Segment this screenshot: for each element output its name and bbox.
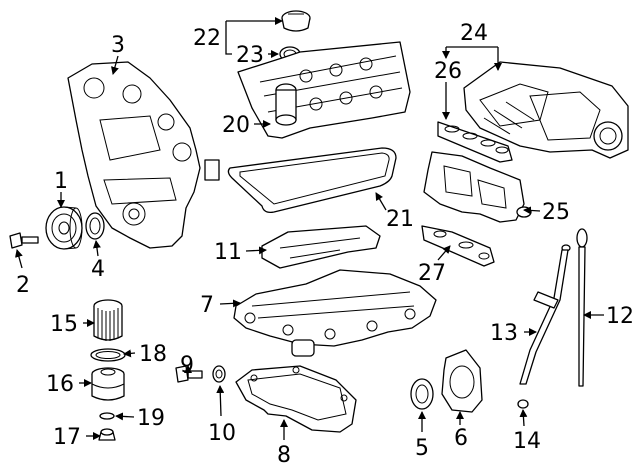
callout-22: 22 <box>193 26 221 51</box>
callout-16: 16 <box>46 372 74 397</box>
drain-plug-gasket[interactable] <box>212 365 226 383</box>
oil-baffle-plate[interactable] <box>261 225 381 269</box>
intake-manifold-gasket[interactable] <box>437 121 513 163</box>
callout-13: 13 <box>490 321 518 346</box>
plenum-gasket[interactable] <box>421 225 495 267</box>
intake-plenum[interactable] <box>423 151 532 223</box>
callout-27: 27 <box>418 261 446 286</box>
filter-drain-plug[interactable] <box>98 428 116 441</box>
callout-12: 12 <box>606 304 634 329</box>
callout-7: 7 <box>200 293 214 318</box>
callout-18: 18 <box>139 342 167 367</box>
upper-oil-pan[interactable] <box>233 269 437 357</box>
callout-10: 10 <box>208 421 236 446</box>
callout-20: 20 <box>222 113 250 138</box>
callout-23: 23 <box>236 43 264 68</box>
callout-11: 11 <box>214 240 242 265</box>
callout-1: 1 <box>54 169 68 194</box>
valve-cover-gasket[interactable] <box>227 147 397 214</box>
crankshaft-pulley[interactable] <box>45 206 83 250</box>
oil-filler-cap[interactable] <box>281 10 311 32</box>
tube-o-ring[interactable] <box>517 399 529 409</box>
callout-19: 19 <box>137 406 165 431</box>
timing-cover[interactable] <box>67 61 220 249</box>
rear-main-seal[interactable] <box>410 378 434 410</box>
callout-24: 24 <box>460 21 488 46</box>
lower-oil-pan[interactable] <box>235 365 357 433</box>
callout-9: 9 <box>180 353 194 378</box>
callout-5: 5 <box>415 436 429 461</box>
oil-filter-cap[interactable] <box>91 367 125 401</box>
callout-14: 14 <box>513 429 541 454</box>
intake-manifold[interactable] <box>463 61 629 159</box>
callout-8: 8 <box>277 443 291 468</box>
front-seal[interactable] <box>85 212 105 240</box>
rear-seal-retainer[interactable] <box>441 349 483 413</box>
oil-filter-element[interactable] <box>93 299 123 341</box>
callout-15: 15 <box>50 312 78 337</box>
callout-26: 26 <box>434 59 462 84</box>
callout-21: 21 <box>386 207 414 232</box>
oil-dipstick[interactable] <box>576 228 588 387</box>
callout-4: 4 <box>91 257 105 282</box>
cap-o-ring[interactable] <box>99 412 115 420</box>
leader-lines <box>15 17 604 440</box>
pulley-bolt[interactable] <box>9 232 39 249</box>
filter-o-ring[interactable] <box>90 348 126 362</box>
callout-3: 3 <box>111 33 125 58</box>
callout-25: 25 <box>542 200 570 225</box>
callout-labels: 1 2 3 4 5 6 7 8 9 10 11 12 13 14 15 16 1… <box>16 21 634 468</box>
valve-cover[interactable] <box>237 41 411 139</box>
callout-6: 6 <box>454 426 468 451</box>
dipstick-tube[interactable] <box>519 244 571 385</box>
callout-2: 2 <box>16 273 30 298</box>
callout-17: 17 <box>53 425 81 450</box>
